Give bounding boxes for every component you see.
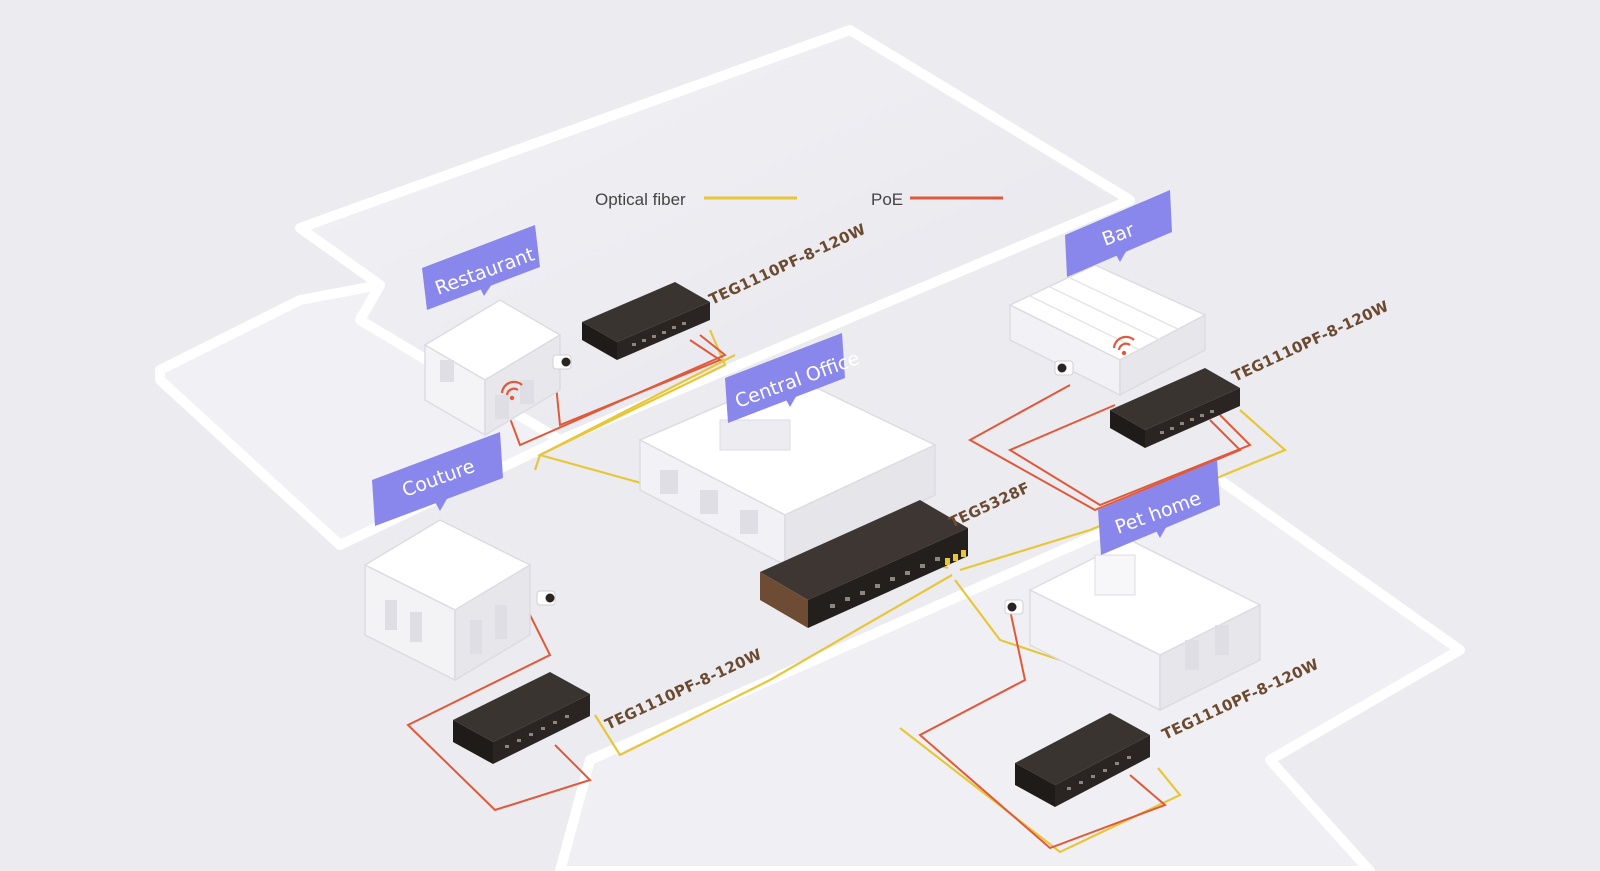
bar-switch	[1110, 368, 1240, 448]
camera-icon	[552, 354, 572, 370]
legend-poe-label: PoE	[871, 190, 903, 209]
camera-icon	[1054, 360, 1074, 376]
poe-pet-home-camera	[918, 609, 1167, 850]
couture-building	[363, 519, 532, 682]
pet-home-building	[1028, 539, 1262, 712]
legend: Optical fiber PoE	[595, 190, 1003, 209]
bar-tag: Bar	[1065, 190, 1172, 277]
restaurant-switch	[582, 282, 710, 360]
camera-icon	[536, 590, 556, 606]
wifi-icon	[500, 380, 523, 401]
legend-optical-fiber-label: Optical fiber	[595, 190, 686, 209]
fiber-core-to-couture	[594, 574, 953, 757]
wifi-icon	[1112, 335, 1135, 356]
bar-building	[1008, 264, 1207, 397]
pet-home-switch	[1015, 713, 1150, 807]
poe-bar-camera	[967, 384, 1242, 512]
ground-plate-south	[555, 475, 1465, 871]
poe-cables	[406, 334, 1252, 850]
fiber-core-to-pet-home	[954, 579, 1061, 662]
central-office-building	[638, 374, 937, 567]
core-switch	[760, 500, 968, 628]
couture-switch	[453, 672, 590, 764]
fiber-pet-home-switch	[899, 727, 1182, 854]
camera-icon	[1004, 599, 1024, 615]
fiber-restaurant-loop	[533, 354, 736, 471]
poe-restaurant-ap	[504, 334, 727, 447]
restaurant-building	[423, 299, 562, 437]
poe-bar-ap	[1007, 404, 1252, 507]
poe-couture-camera	[406, 604, 592, 812]
